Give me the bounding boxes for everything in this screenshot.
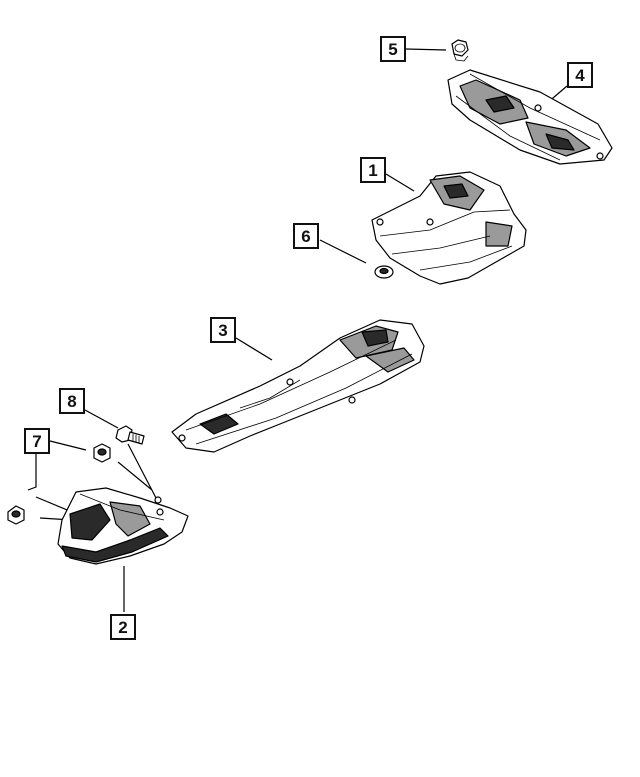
nut-part-7-b: [7, 505, 25, 525]
callout-4: 4: [567, 62, 593, 88]
leader-hw-b: [117, 461, 153, 491]
bolt-part-8: [115, 425, 145, 445]
leader-3: [235, 337, 273, 361]
leader-5: [405, 48, 447, 51]
callout-1: 1: [360, 157, 386, 183]
leader-lines: [27, 48, 568, 612]
callout-7: 7: [24, 428, 50, 454]
leader-6: [319, 239, 367, 264]
heat-shield-part-2: [57, 487, 189, 565]
leader-7-bracket: [27, 454, 37, 491]
callout-6: 6: [293, 223, 319, 249]
leader-8: [84, 409, 119, 429]
nut-part-5: [451, 39, 469, 62]
callout-2: 2: [110, 614, 136, 640]
heat-shield-part-3: [171, 319, 425, 453]
retainer-part-6: [374, 265, 394, 279]
callout-8: 8: [59, 388, 85, 414]
heat-shield-part-4: [447, 69, 613, 165]
leader-7-b: [35, 496, 73, 513]
leader-1: [385, 173, 415, 192]
leader-7: [49, 440, 87, 451]
nut-part-7-a: [93, 443, 111, 463]
callout-3: 3: [210, 317, 236, 343]
heat-shield-part-1: [371, 171, 527, 285]
callout-5: 5: [380, 36, 406, 62]
